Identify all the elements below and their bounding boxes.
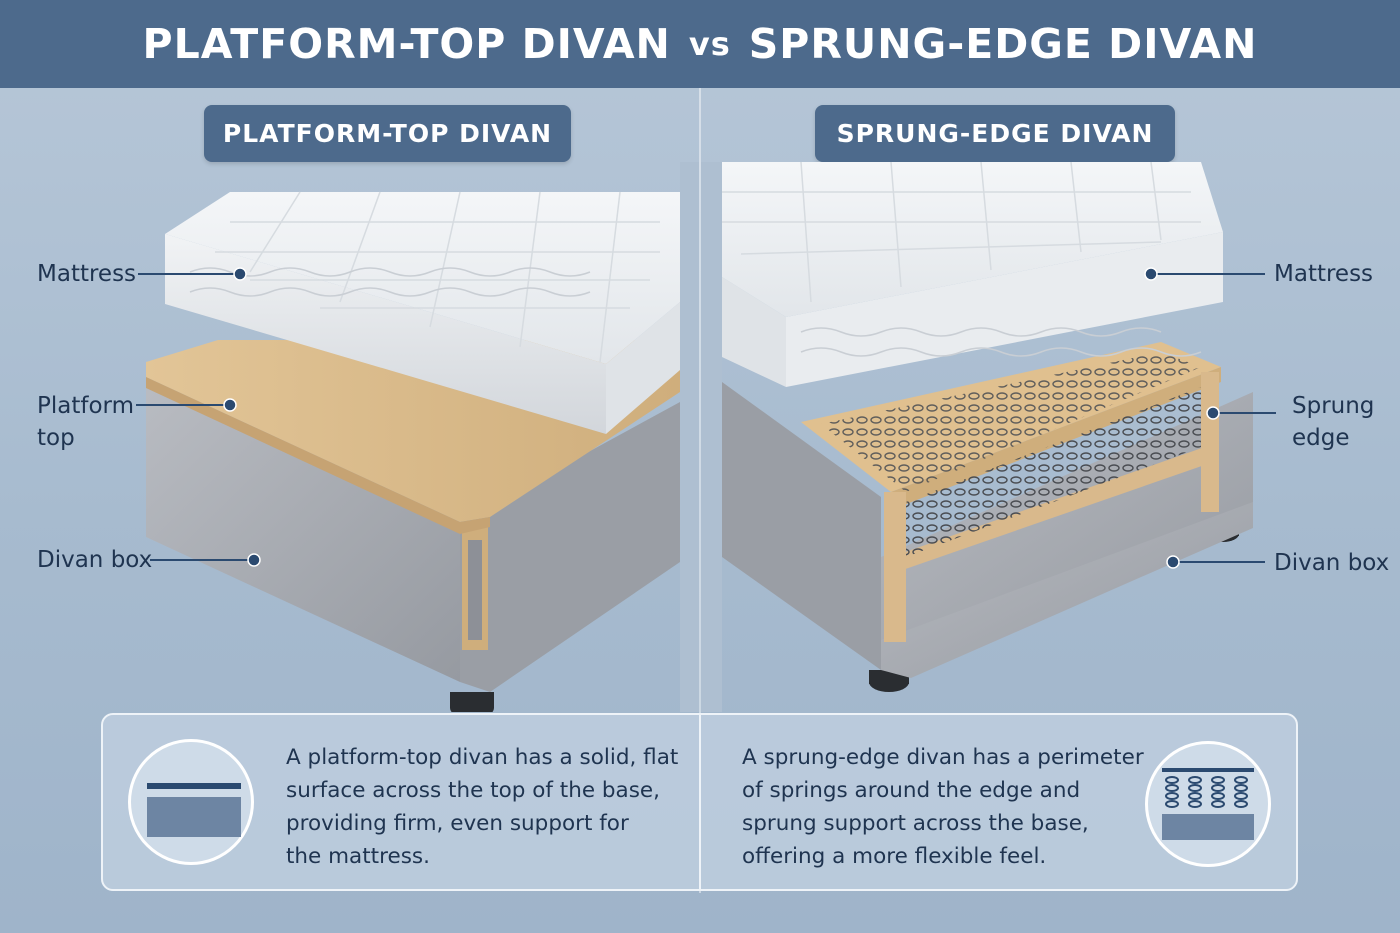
sprung-description: A sprung-edge divan has a perimeter of s… [742, 741, 1144, 873]
sprung-desc-line: A sprung-edge divan has a perimeter [742, 745, 1144, 770]
sprung-divan-illustration [701, 162, 1400, 712]
sprung-desc-line: offering a more flexible feel. [742, 844, 1047, 869]
title-vs: vs [688, 25, 731, 63]
page-title: PLATFORM-TOP DIVAN vs SPRUNG-EDGE DIVAN [0, 0, 1400, 88]
right-sprung-label-line2: edge [1292, 425, 1350, 451]
left-platform-label-line2: top [37, 425, 75, 451]
title-right: SPRUNG-EDGE DIVAN [748, 20, 1258, 68]
sprung-desc-line: of springs around the edge and [742, 778, 1081, 803]
platform-divan-illustration [0, 162, 699, 712]
right-panel-label: SPRUNG-EDGE DIVAN [815, 105, 1175, 162]
left-mattress-label: Mattress [37, 261, 137, 287]
right-sprung-label-line1: Sprung [1292, 393, 1375, 419]
platform-desc-line: providing firm, even support for [286, 811, 629, 836]
description-divider [699, 713, 701, 891]
center-divider [699, 88, 701, 893]
platform-top-icon [128, 739, 254, 865]
right-mattress-label: Mattress [1274, 261, 1374, 287]
sprung-desc-line: sprung support across the base, [742, 811, 1089, 836]
platform-desc-line: surface across the top of the base, [286, 778, 660, 803]
left-divan-box-label: Divan box [37, 547, 153, 573]
title-left: PLATFORM-TOP DIVAN [142, 20, 671, 68]
sprung-edge-icon [1145, 741, 1271, 867]
platform-description: A platform-top divan has a solid, flat s… [286, 741, 678, 873]
platform-desc-line: the mattress. [286, 844, 430, 869]
left-platform-label-line1: Platform [37, 393, 134, 419]
right-divan-box-label: Divan box [1274, 550, 1390, 576]
platform-desc-line: A platform-top divan has a solid, flat [286, 745, 679, 770]
left-panel-label: PLATFORM-TOP DIVAN [204, 105, 571, 162]
